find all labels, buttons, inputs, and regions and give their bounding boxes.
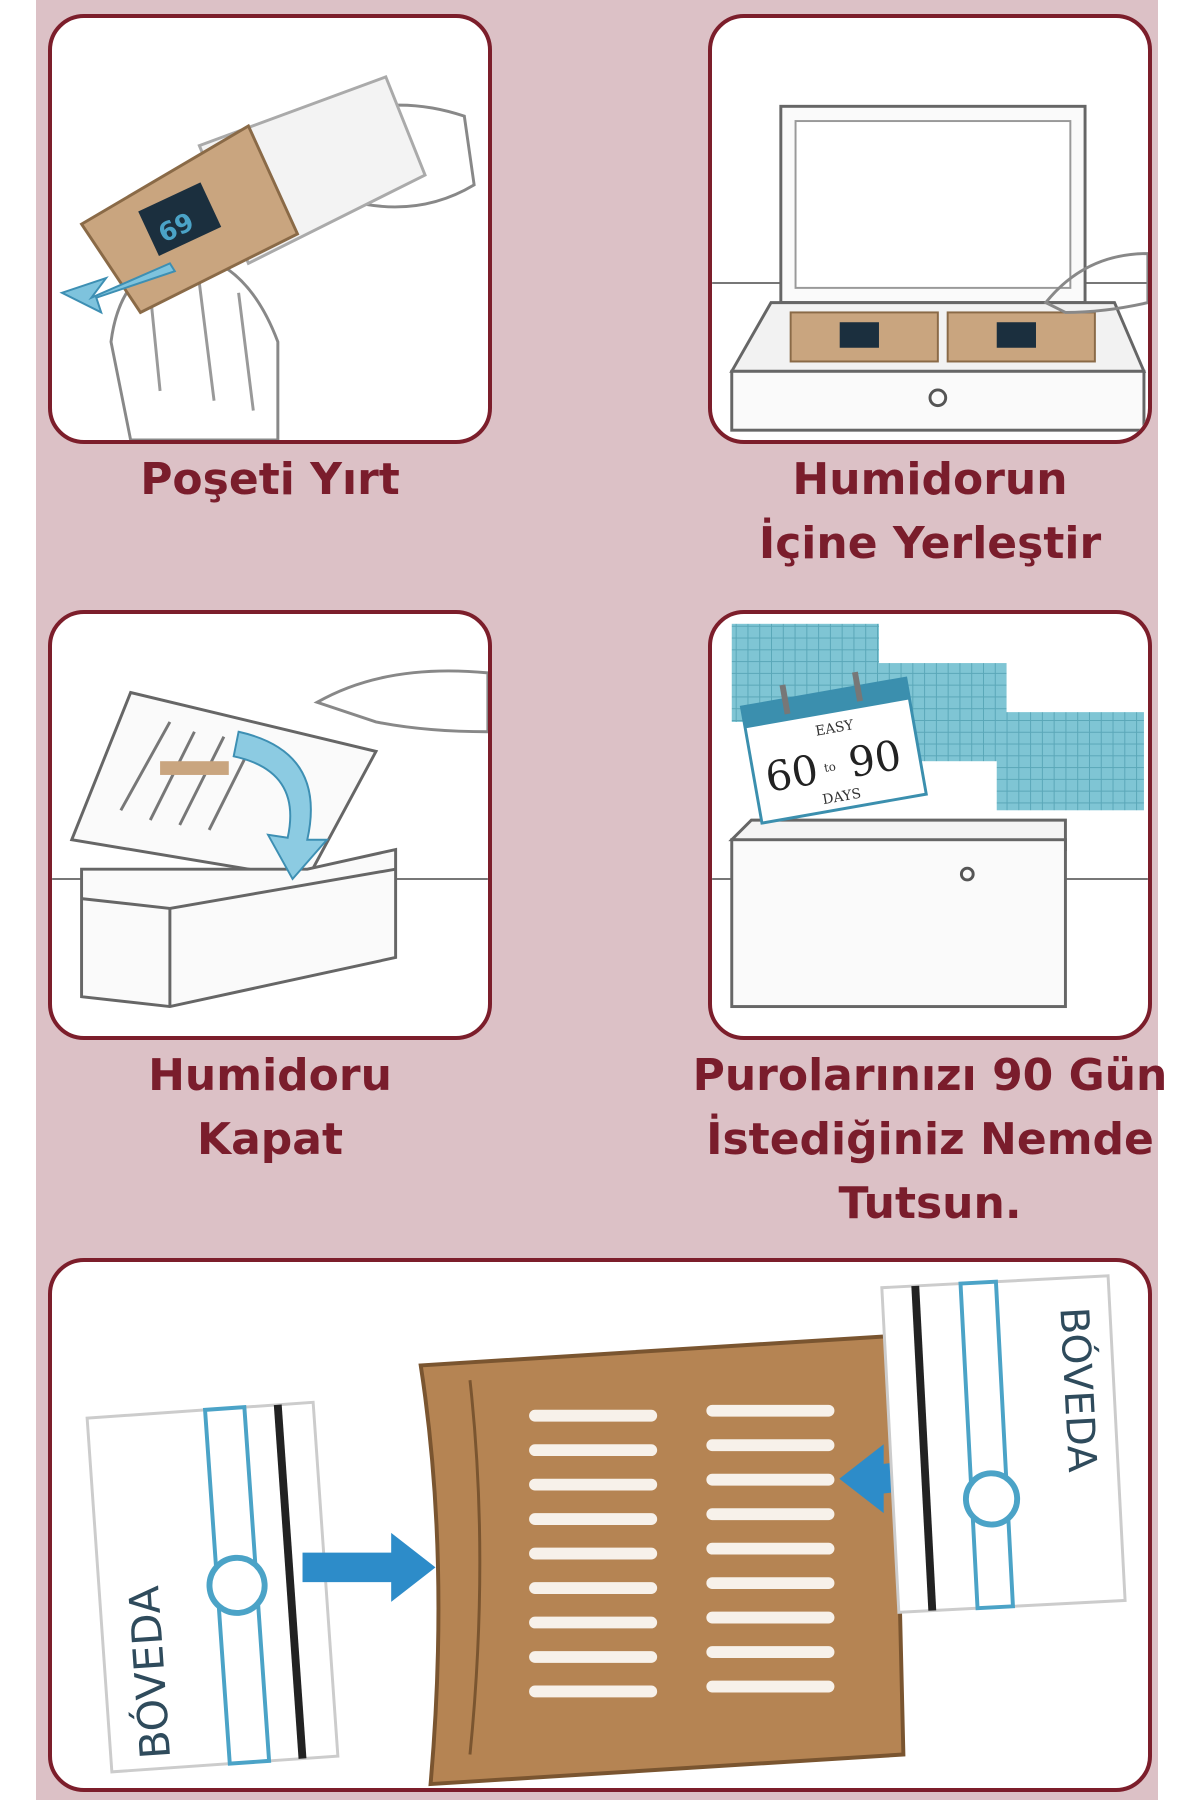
step-4-caption-line-1: Purolarınızı 90 Gün [692, 1050, 1168, 1101]
step-2-caption-line-1: Humidorun [792, 454, 1068, 505]
step-1-image-panel: 69 [48, 14, 492, 444]
step-1-caption: Poşeti Yırt [48, 448, 492, 512]
step-1-caption-line: Poşeti Yırt [140, 454, 400, 505]
step-4-image-panel: EASY 60 to 90 DAYS [708, 610, 1152, 1040]
tear-pouch-illustration: 69 [59, 75, 476, 440]
step-3-caption-line-2: Kapat [196, 1114, 343, 1165]
step-4-caption-line-3: Tutsun. [838, 1178, 1022, 1229]
step-2-caption-line-2: İçine Yerleştir [758, 518, 1102, 569]
step-4-caption-line-2: İstediğiniz Nemde [706, 1114, 1154, 1165]
step-3-caption-line-1: Humidoru [148, 1050, 392, 1101]
place-in-humidor-illustration [712, 104, 1148, 432]
calendar-mid: to [823, 759, 837, 775]
holder-image-panel: BÓVEDA [48, 1258, 1152, 1792]
calendar-left: 60 [762, 746, 822, 802]
boveda-holder-illustration: BÓVEDA [85, 1274, 1127, 1787]
calendar-bottom: DAYS [821, 786, 862, 808]
step-2-caption: Humidorun İçine Yerleştir [708, 448, 1152, 576]
step-4-caption: Purolarınızı 90 Gün İstediğiniz Nemde Tu… [688, 1044, 1172, 1236]
step-2-image-panel [708, 14, 1152, 444]
step-3-image-panel [48, 610, 492, 1040]
close-humidor-illustration [52, 669, 488, 1009]
instruction-sheet: 69 Poşeti Yırt Humidorun İçine Y [36, 0, 1167, 1800]
calendar-humidor-illustration: EASY 60 to 90 DAYS [712, 623, 1148, 1009]
calendar-right: 90 [845, 731, 905, 787]
right-pouch-brand: BÓVEDA [1050, 1306, 1106, 1473]
calendar-top: EASY [814, 717, 856, 740]
step-3-caption: Humidoru Kapat [48, 1044, 492, 1172]
